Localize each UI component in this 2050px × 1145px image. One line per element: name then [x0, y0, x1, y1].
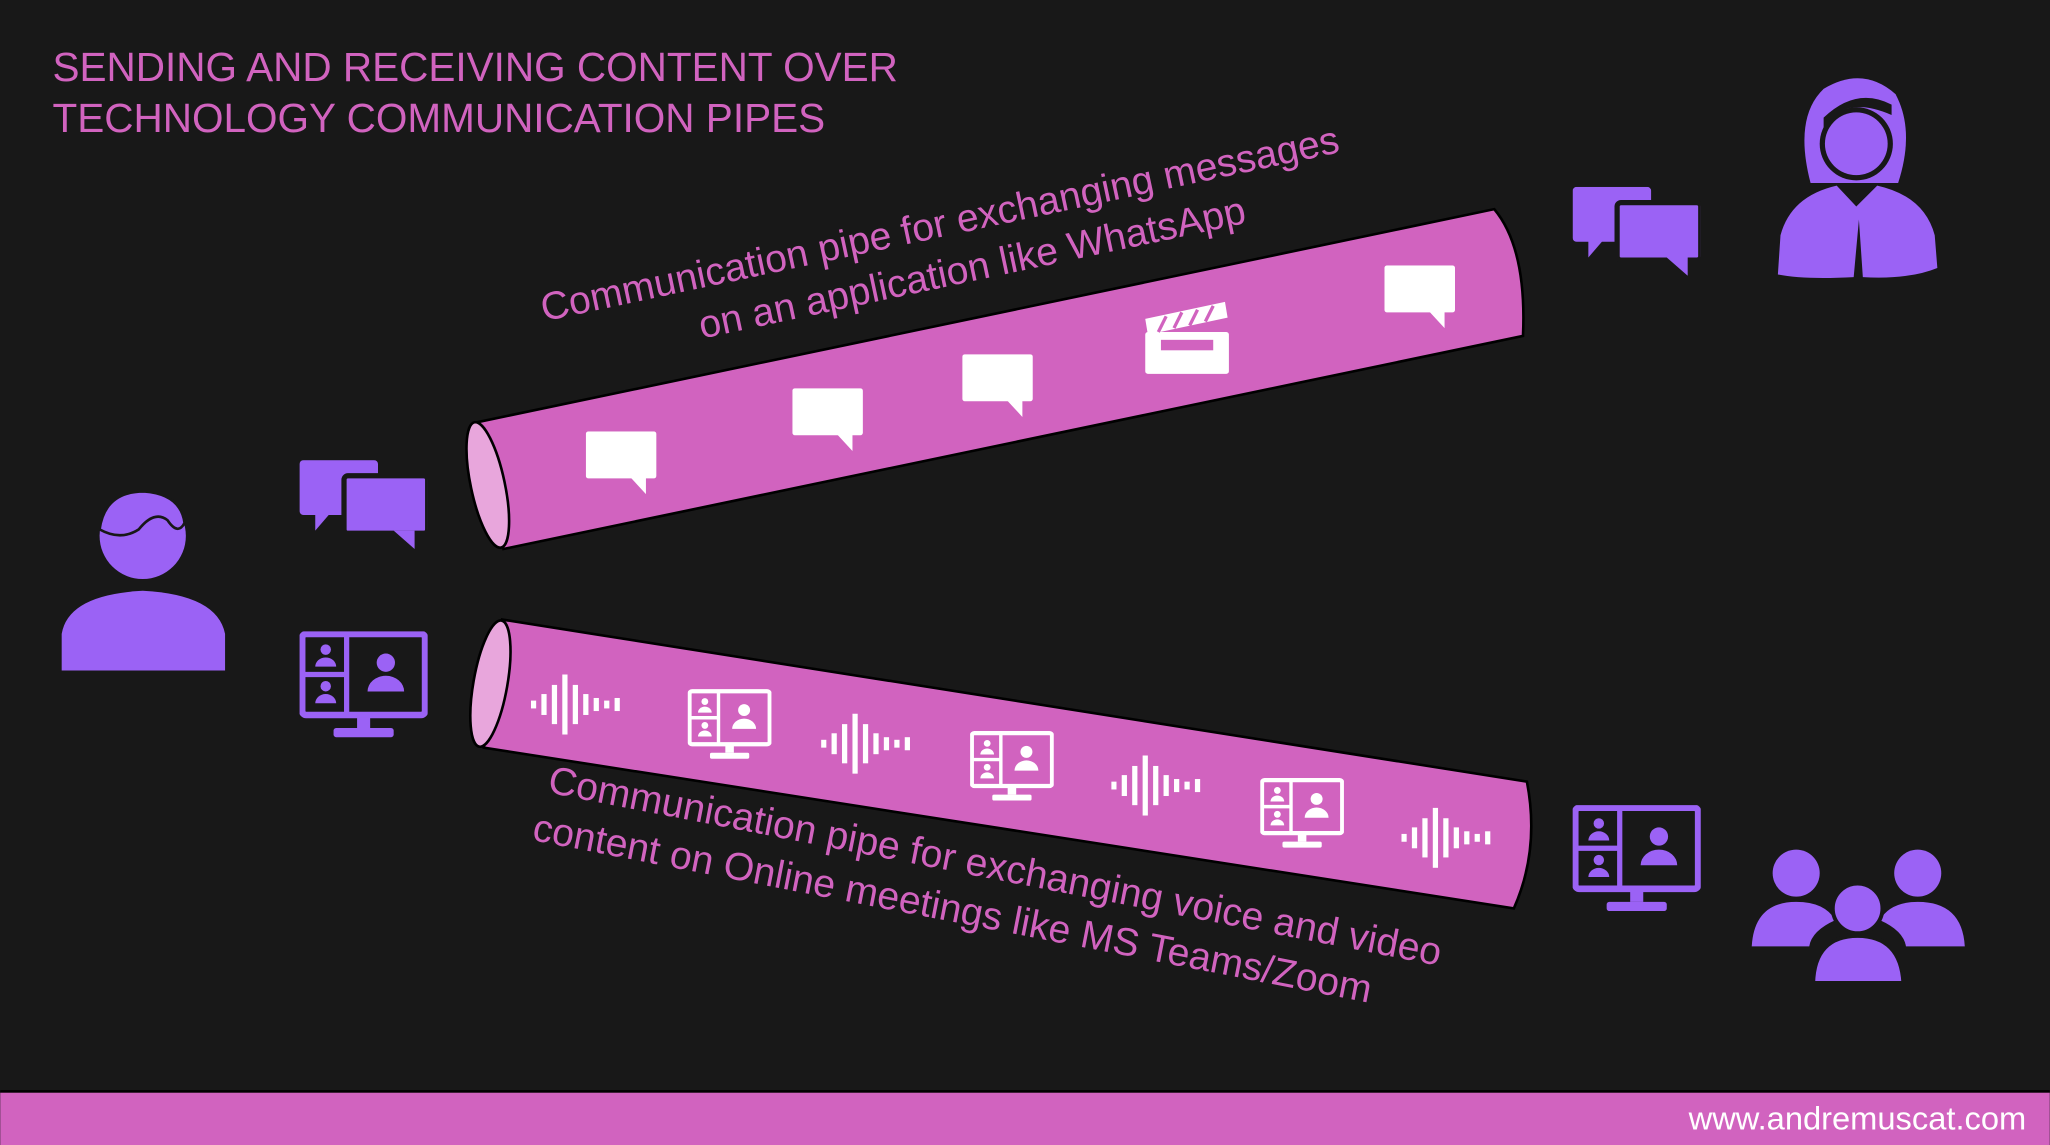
receiver-group-icon [1751, 849, 1965, 985]
clapperboard-icon [1145, 301, 1229, 374]
receiver-woman-icon [1777, 78, 1938, 278]
page-title-line-2: TECHNOLOGY COMMUNICATION PIPES [53, 95, 826, 141]
footer-divider [0, 1090, 2050, 1093]
footer-url[interactable]: www.andremuscat.com [1688, 1099, 2027, 1136]
page-title-line-1: SENDING AND RECEIVING CONTENT OVER [53, 44, 898, 90]
sender-person-icon [61, 490, 226, 671]
footer-bar [0, 1092, 2050, 1145]
